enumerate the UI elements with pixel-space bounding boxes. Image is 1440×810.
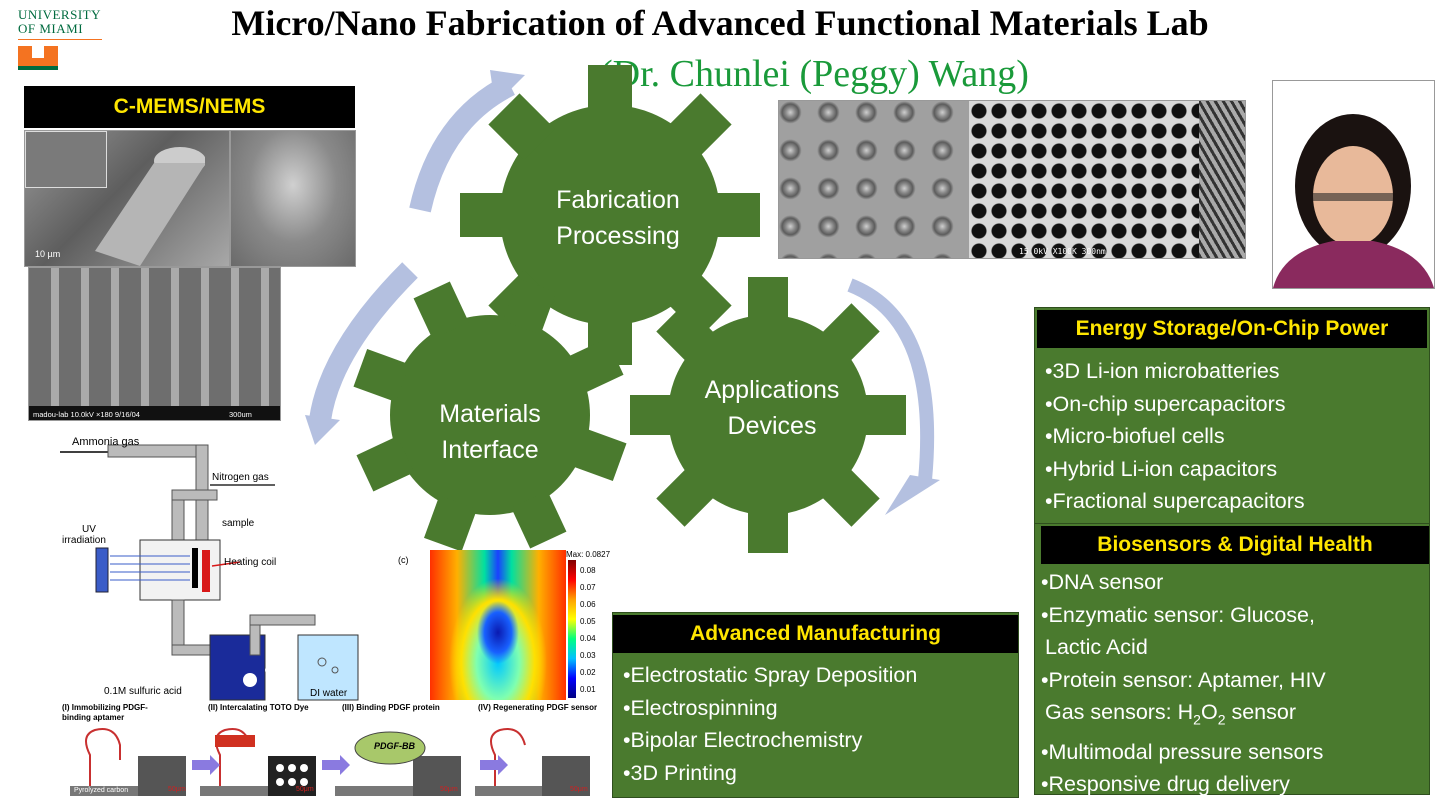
logo-line2: OF MIAMI — [18, 21, 84, 36]
materials-label: Materials Interface — [392, 396, 588, 468]
aptamer-scale-4: 50μm — [570, 786, 588, 793]
heatmap-panel-label: (c) — [398, 555, 409, 565]
heatmap-tick: 0.06 — [580, 600, 596, 609]
heatmap-tick: 0.04 — [580, 634, 596, 643]
bio-item: •DNA sensor — [1041, 570, 1164, 594]
uv-apparatus-diagram — [60, 444, 359, 701]
heatmap-tick: 0.03 — [580, 651, 596, 660]
energy-item: •Micro-biofuel cells — [1045, 424, 1225, 448]
sem-caption: madou-lab 10.0kV ×180 9/16/04 — [33, 410, 140, 419]
water-label: DI water — [310, 688, 348, 699]
advanced-item: •3D Printing — [623, 760, 737, 785]
gear-cycle-diagram — [305, 65, 940, 553]
biosensors-list: •DNA sensor •Enzymatic sensor: Glucose, … — [1035, 564, 1429, 801]
right-arrow — [847, 278, 935, 481]
irradiation-label: irradiation — [62, 535, 106, 546]
aptamer-scale-2: 50μm — [296, 786, 314, 793]
energy-item: •On-chip supercapacitors — [1045, 391, 1286, 416]
top-left-arrow — [409, 75, 516, 213]
bio-item: •Enzymatic sensor: Glucose, — [1041, 602, 1315, 627]
nitrogen-label: Nitrogen gas — [212, 472, 269, 483]
materials-gear-icon — [353, 278, 627, 552]
sem-array-image: madou-lab 10.0kV ×180 9/16/04 300um — [28, 267, 281, 421]
applications-line1: Applications — [704, 376, 840, 404]
sem-pillar-image: 10 µm — [24, 130, 230, 267]
heatmap-max-label: Max: 0.0827 — [566, 550, 611, 559]
applications-line2: Devices — [727, 412, 817, 440]
bio-item: •Protein sensor: Aptamer, HIV — [1041, 667, 1326, 692]
aptamer-scale-1: 50μm — [168, 786, 186, 793]
energy-item: •3D Li-ion microbatteries — [1045, 359, 1280, 383]
bio-gas-item: Gas sensors: H2O2 sensor — [1035, 696, 1429, 736]
heatmap-tick: 0.05 — [580, 617, 596, 626]
heatmap-ticks: 0.08 0.07 0.06 0.05 0.04 0.03 0.02 0.01 — [580, 562, 596, 698]
heatmap-tick: 0.02 — [580, 668, 596, 677]
bio-item: •Responsive drug delivery — [1041, 772, 1290, 797]
scale-label: 10 µm — [35, 249, 61, 259]
portrait-figure — [1273, 114, 1434, 288]
heatmap-tick: 0.01 — [580, 685, 596, 694]
applications-label: Applications Devices — [672, 372, 872, 444]
biosensors-header: Biosensors & Digital Health — [1041, 526, 1429, 564]
gas-suffix: sensor — [1225, 700, 1297, 724]
aptamer-diagram — [70, 728, 590, 796]
pillar-shape — [95, 147, 205, 266]
energy-item: •Fractional supercapacitors — [1045, 489, 1305, 513]
aptamer-step-2: (II) Intercalating TOTO Dye — [208, 703, 309, 712]
ammonia-label: Ammonia gas — [72, 436, 140, 448]
advanced-manufacturing-panel: Advanced Manufacturing •Electrostatic Sp… — [612, 612, 1019, 798]
advanced-manufacturing-header: Advanced Manufacturing — [613, 615, 1018, 653]
energy-storage-panel: Energy Storage/On-Chip Power •3D Li-ion … — [1034, 307, 1430, 525]
sem-fuzzy-pillar-image — [230, 130, 356, 267]
advanced-item: •Electrospinning — [623, 695, 778, 720]
sample-label: sample — [222, 518, 255, 529]
university-logo: UNIVERSITY OF MIAMI — [18, 8, 108, 78]
page-subtitle: (Dr. Chunlei (Peggy) Wang) — [600, 53, 1029, 95]
fabrication-line1: Fabrication — [556, 186, 680, 214]
energy-list: •3D Li-ion microbatteries •On-chip super… — [1035, 348, 1429, 518]
fabrication-label: Fabrication Processing — [520, 182, 716, 254]
aptamer-step-3: (III) Binding PDGF protein — [342, 703, 440, 712]
energy-item: •Hybrid Li-ion capacitors — [1045, 456, 1278, 481]
aptamer-step-1: (I) Immobilizing PDGF-binding aptamer — [62, 703, 148, 722]
u-logo-icon — [18, 46, 58, 70]
aptamer-scale-3: 50μm — [440, 786, 458, 793]
sem-nanostructure-strip: 15.0kV X100K 300nm — [778, 100, 1246, 259]
cmems-header: C-MEMS/NEMS — [24, 86, 355, 128]
materials-line1: Materials — [439, 400, 541, 428]
advanced-item: •Electrostatic Spray Deposition — [623, 663, 918, 687]
heatmap-tick: 0.08 — [580, 566, 596, 575]
energy-storage-header: Energy Storage/On-Chip Power — [1037, 310, 1427, 348]
bio-item: Lactic Acid — [1045, 635, 1148, 659]
left-arrow — [309, 262, 418, 422]
advanced-item: •Bipolar Electrochemistry — [623, 728, 863, 752]
heatmap-image — [430, 550, 566, 700]
gas-mid: O — [1200, 700, 1218, 724]
gas-sub2: 2 — [1217, 711, 1226, 728]
advanced-list: •Electrostatic Spray Deposition •Electro… — [613, 653, 1018, 789]
biosensors-panel: Biosensors & Digital Health •DNA sensor … — [1034, 523, 1430, 796]
sem-scale: 300um — [229, 410, 252, 419]
page-title: Micro/Nano Fabrication of Advanced Funct… — [231, 3, 1209, 43]
materials-line2: Interface — [441, 436, 539, 464]
heating-label: Heating coil — [224, 557, 277, 568]
logo-line1: UNIVERSITY — [18, 7, 101, 22]
gas-sub1: 2 — [1193, 711, 1201, 728]
aptamer-substrate-label: Pyrolyzed carbon — [74, 787, 129, 794]
applications-gear-icon — [630, 277, 906, 553]
aptamer-protein-label: PDGF-BB — [374, 741, 415, 751]
portrait-photo — [1272, 80, 1435, 289]
bio-item: •Multimodal pressure sensors — [1041, 739, 1324, 764]
heatmap-tick: 0.07 — [580, 583, 596, 592]
acid-label: 0.1M sulfuric acid — [104, 686, 182, 697]
sem-strip-caption: 15.0kV X100K 300nm — [1019, 247, 1106, 256]
heatmap-colorbar — [568, 560, 576, 698]
fabrication-line2: Processing — [556, 222, 680, 250]
uv-label: UV — [82, 524, 96, 535]
gas-prefix: Gas sensors: H — [1045, 700, 1194, 724]
aptamer-step-4: (IV) Regenerating PDGF sensor — [478, 703, 598, 712]
